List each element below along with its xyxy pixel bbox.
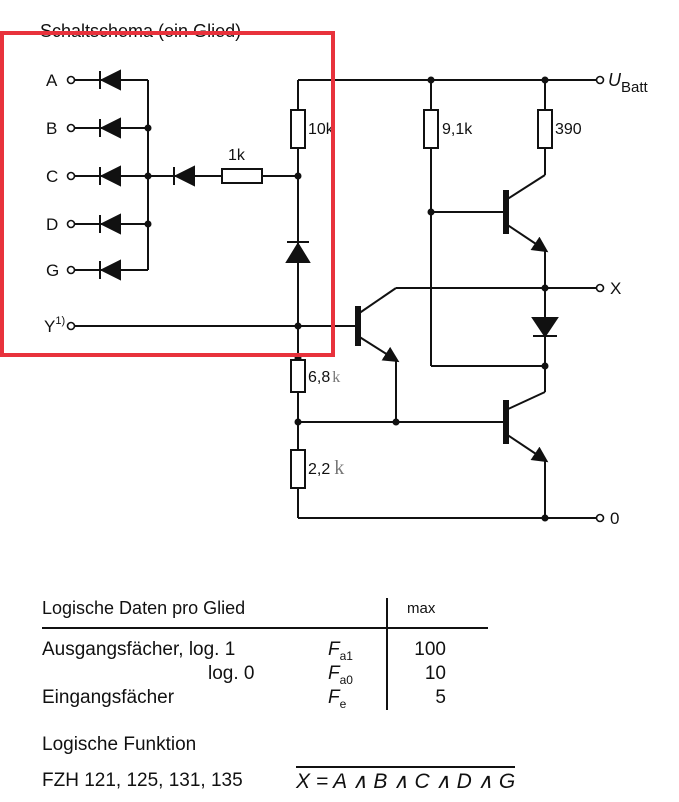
row-value-fe: 5 [435, 687, 446, 708]
resistor-6-8k [290, 359, 306, 393]
row-label-fanout-0: log. 0 [208, 663, 255, 684]
logic-data-table: Logische Daten pro Glied max Ausgangsfäc… [0, 580, 679, 802]
row-value-fa0: 10 [424, 663, 446, 684]
table-divider [42, 627, 488, 629]
input-label-b: B [46, 119, 57, 138]
row-label-fanin: Eingangsfächer [42, 687, 175, 708]
input-label-c: C [46, 167, 58, 186]
row-label-fanout-1: Ausgangsfächer, log. 1 [42, 639, 236, 660]
vertical-diode-icon [285, 241, 311, 263]
resistor-390 [537, 109, 553, 149]
diode-g-icon [99, 259, 121, 281]
row-symbol-fa1: Fa1 [328, 639, 353, 663]
diode-b-icon [99, 117, 121, 139]
transistor-upper-base [503, 190, 509, 234]
input-label-g: G [46, 261, 59, 280]
resistor-label-9-1k: 9,1k [442, 121, 473, 138]
row-symbol-fa0: Fa0 [328, 663, 353, 687]
function-types: FZH 121, 125, 131, 135 [42, 770, 243, 791]
supply-label: UBatt [608, 70, 649, 96]
function-formula: X = A ∧ B ∧ C ∧ D ∧ G [296, 766, 516, 794]
col-header-max: max [407, 600, 436, 617]
output-label-x: X [610, 279, 621, 298]
series-diode-icon [173, 165, 195, 187]
resistor-9-1k [423, 109, 439, 149]
resistor-label-10k: 10k [308, 121, 335, 138]
row-value-fa1: 100 [414, 639, 446, 660]
row-symbol-fe: Fe [328, 687, 347, 711]
schematic-diagram: Schaltschema (ein Glied) [0, 21, 649, 528]
highlight-box [0, 31, 335, 357]
diode-a-icon [99, 69, 121, 91]
resistor-2-2k [290, 449, 306, 489]
transistor-lower-base [503, 400, 509, 444]
output-label-0: 0 [610, 509, 619, 528]
resistor-10k [290, 109, 306, 149]
resistor-label-1k: 1k [228, 147, 246, 164]
input-label-a: A [46, 71, 58, 90]
diode-d-icon [99, 213, 121, 235]
table-column-rule [386, 598, 388, 710]
resistor-1k [221, 168, 263, 184]
function-heading: Logische Funktion [42, 734, 197, 755]
transistor-splitter-base [355, 306, 361, 346]
input-label-d: D [46, 215, 58, 234]
diode-c-icon [99, 165, 121, 187]
table-header: Logische Daten pro Glied [42, 598, 246, 618]
input-label-y: Y1) [44, 315, 65, 336]
output-diode-icon [531, 317, 559, 338]
resistor-label-390: 390 [555, 121, 582, 138]
